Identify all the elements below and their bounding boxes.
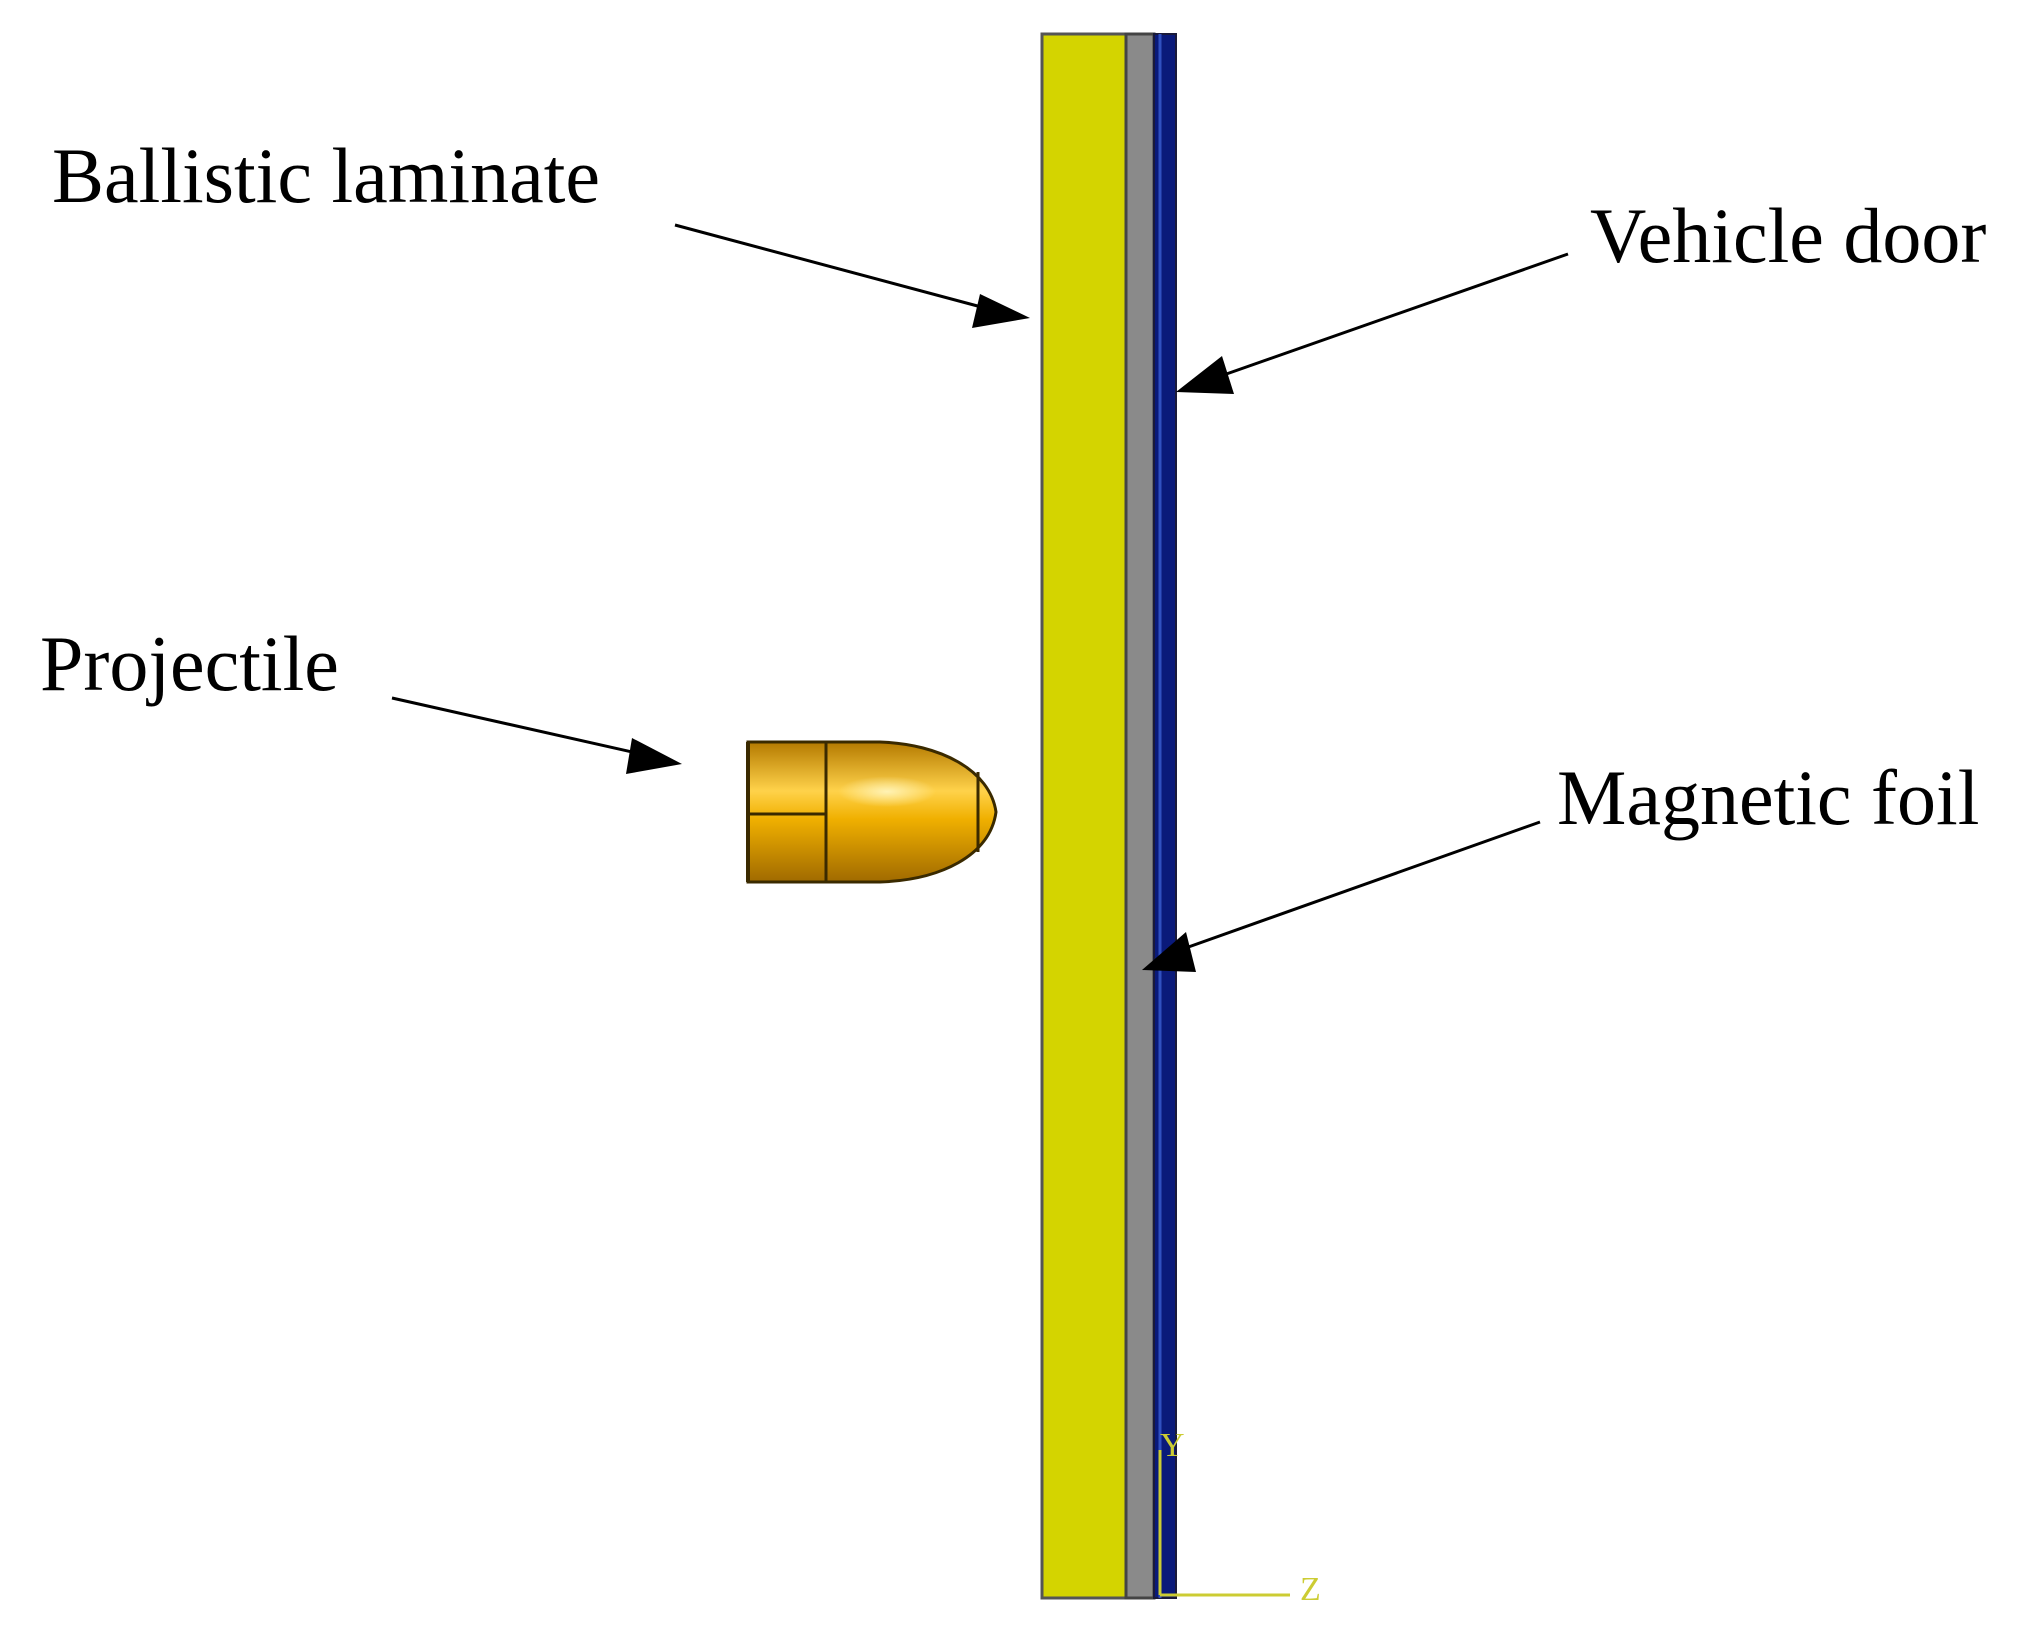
- label-projectile: Projectile: [40, 620, 339, 707]
- projectile-shape: [746, 740, 998, 884]
- arrowhead-ballistic-laminate: [972, 294, 1030, 328]
- arrow-vehicle-door: [1214, 252, 1569, 380]
- vehicle-door-layer: [1124, 32, 1156, 1600]
- arrowhead-projectile: [626, 738, 682, 774]
- triad-y-label: Y: [1160, 1427, 1185, 1464]
- arrowhead-vehicle-door: [1176, 356, 1234, 394]
- leader-arrows: [391, 223, 1569, 972]
- magnetic-foil-layer: [1153, 33, 1177, 1599]
- arrow-projectile: [391, 696, 651, 758]
- plate-stack: [1040, 32, 1177, 1600]
- arrow-magnetic-foil: [1179, 820, 1541, 952]
- label-ballistic-laminate: Ballistic laminate: [52, 132, 600, 219]
- label-vehicle-door: Vehicle door: [1590, 192, 1986, 279]
- arrowhead-magnetic-foil: [1142, 932, 1196, 972]
- label-magnetic-foil: Magnetic foil: [1557, 754, 1979, 841]
- triad-z-label: Z: [1300, 1571, 1321, 1608]
- arrow-ballistic-laminate: [674, 223, 1001, 314]
- ballistic-laminate-layer: [1040, 32, 1128, 1600]
- coordinate-triad: Y Z: [1158, 1427, 1321, 1608]
